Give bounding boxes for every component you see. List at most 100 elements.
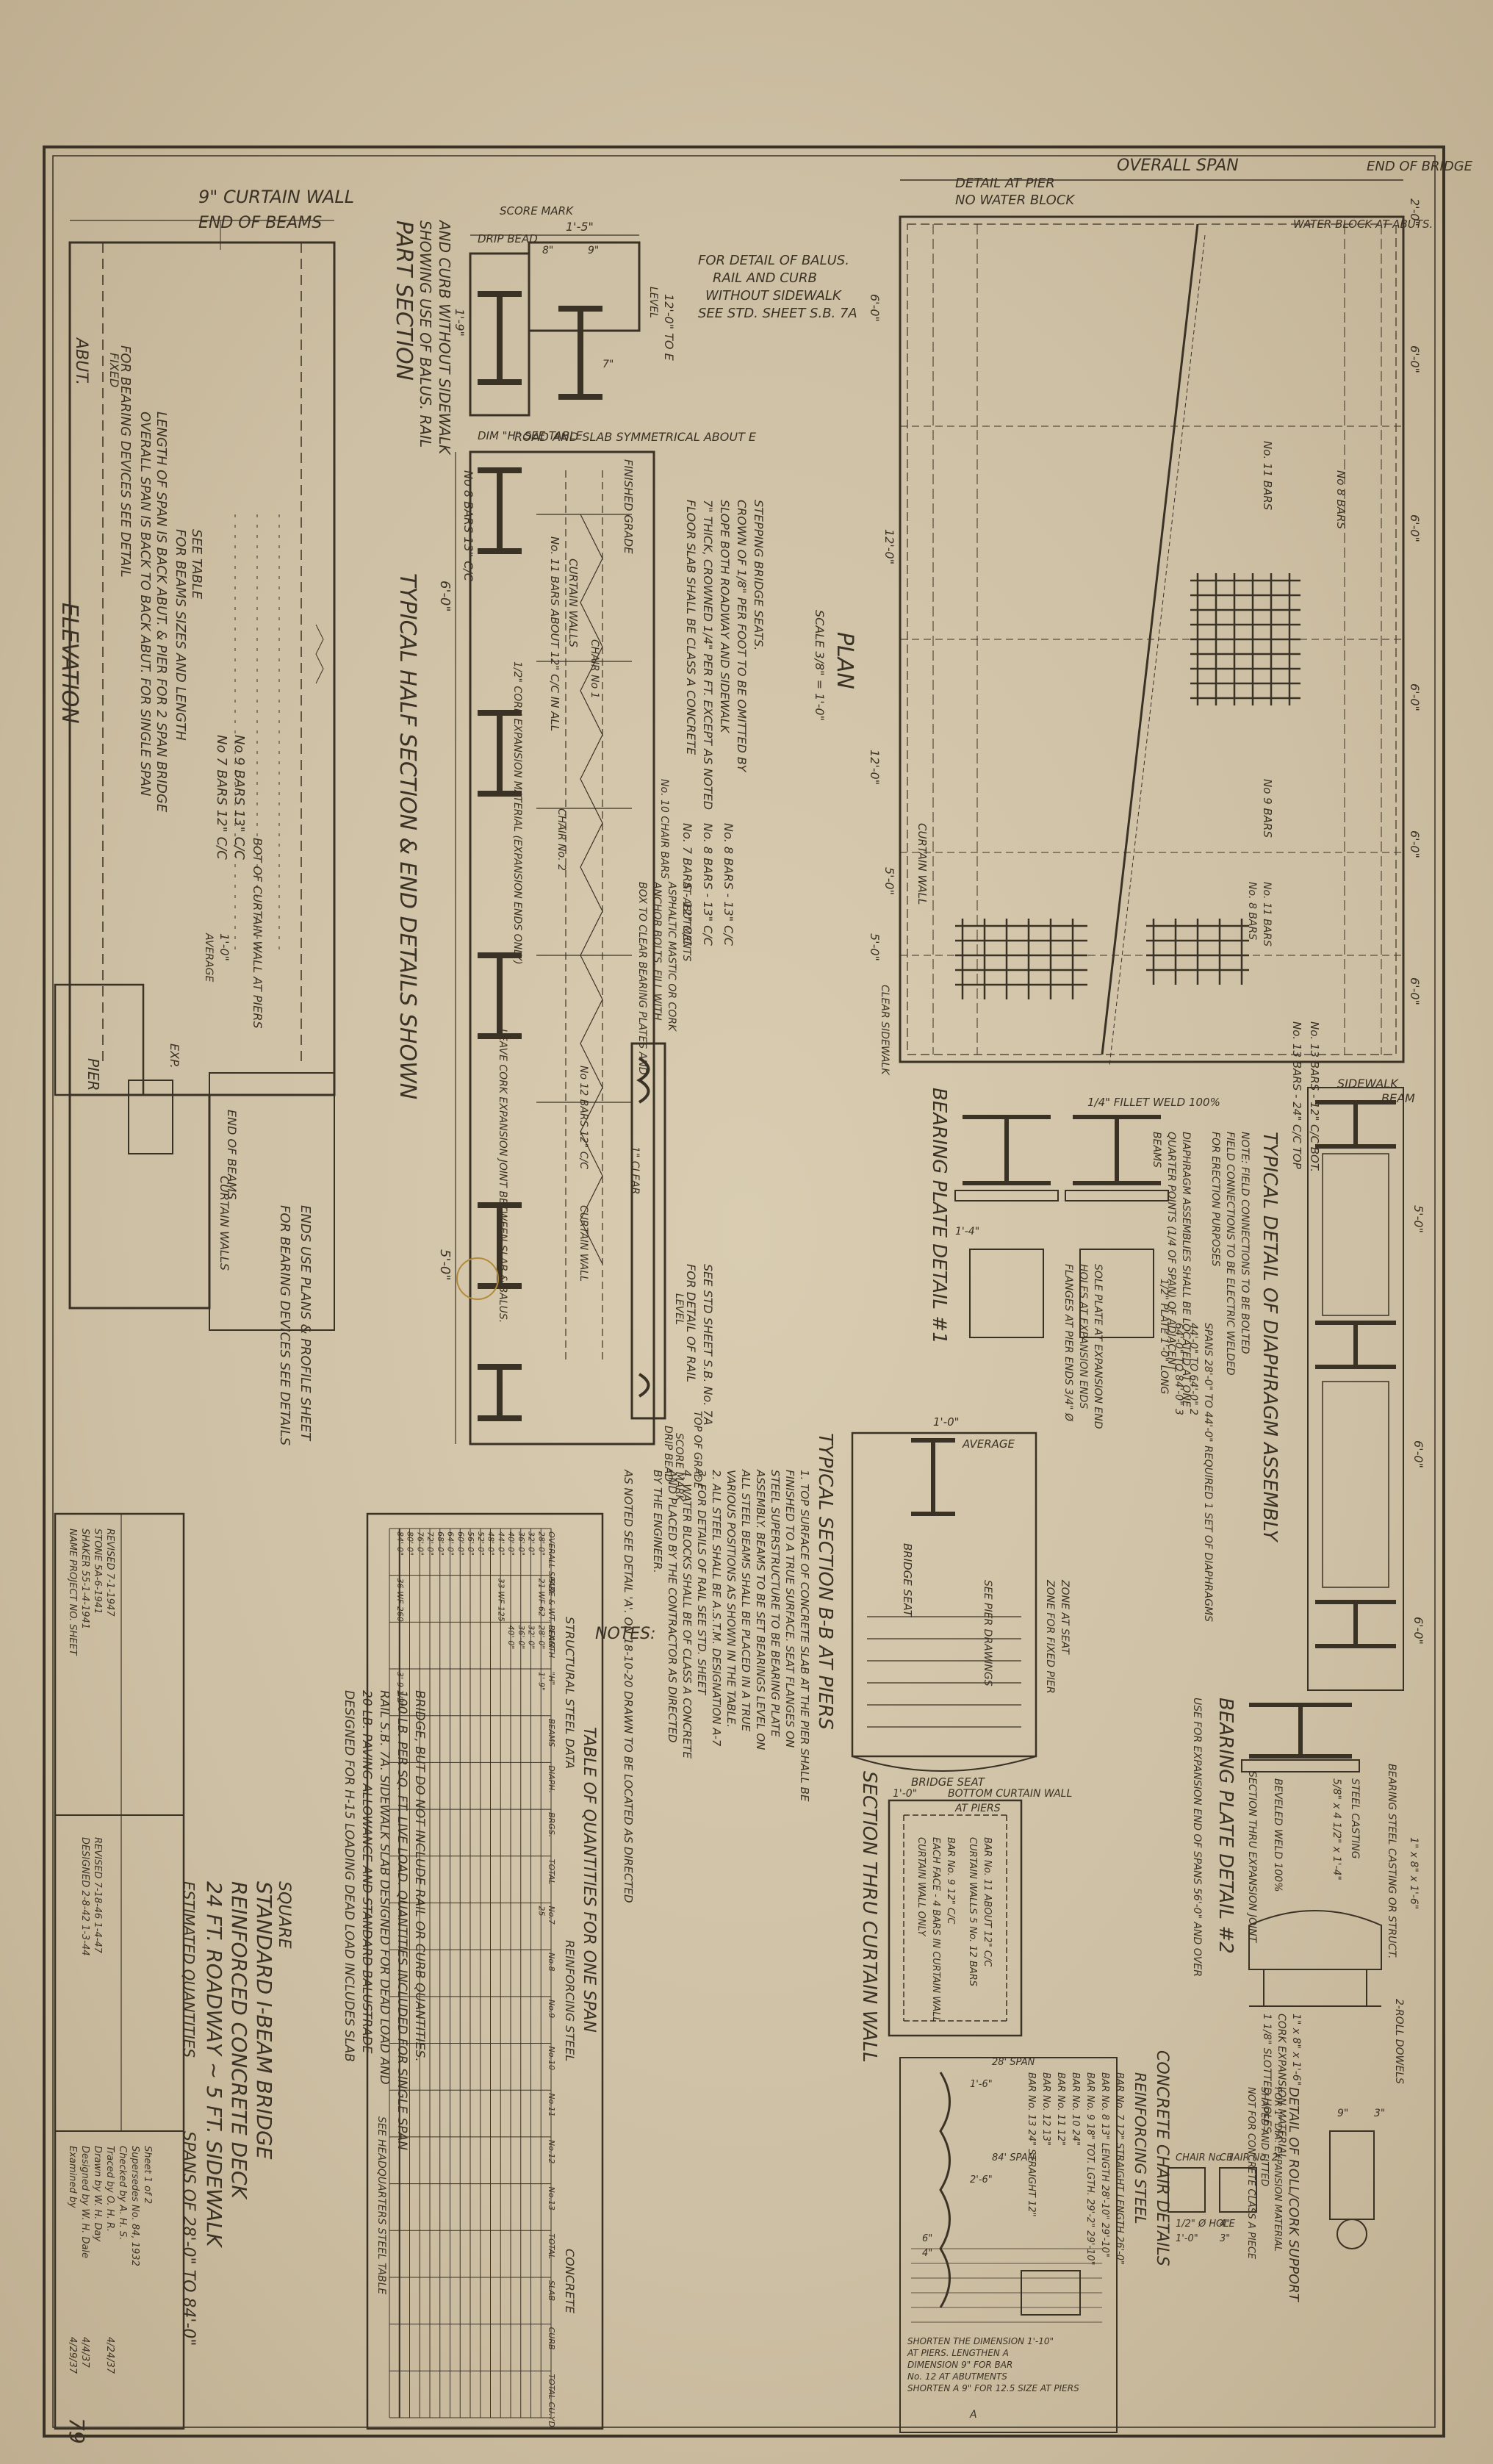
bp2-label-5: SECTION THRU EXPANSION JOINT [1246, 1771, 1258, 1944]
note-9: AND PLACED BY THE CONTRACTOR AS DIRECTED [666, 1469, 679, 1742]
sheet-inner-border [52, 155, 1436, 2428]
rs-bent-0: 1'-6" [970, 2079, 993, 2090]
qt-header-cell: SIZE & WT. BEAM [547, 1578, 556, 1649]
half-section-label-6: 6'-0" [437, 581, 453, 612]
diaphragm-beam-top [1315, 1100, 1396, 1149]
tb-date-0: 4/29/37 [67, 2337, 78, 2374]
part-section-label-0: SCORE MARK [500, 204, 574, 218]
bp2-beam [1249, 1703, 1352, 1759]
rs-row-3: BAR No. 10 24" [1070, 2072, 1081, 2146]
half-section-label-10: LEAVE CORK EXPANSION JOINT BETWEEN SLAB … [497, 1029, 508, 1323]
part-section-ibeam [478, 291, 522, 385]
elevation-note-8: 1'-0" [217, 933, 231, 961]
half-section-floor-note-4: STEPPING BRIDGE SEATS. [752, 500, 766, 650]
bp1-beam-b [1073, 1115, 1161, 1185]
title-line-2: STANDARD I-BEAM BRIDGE [252, 1881, 276, 2160]
plan-no-water-block-label: NO WATER BLOCK [955, 193, 1075, 208]
plan-dim-5: 6'-0" [1408, 977, 1422, 1005]
scw-label-8: CURTAIN WALL ONLY [915, 1837, 927, 1937]
qt-sub: STRUCTURAL STEEL DATA [563, 1617, 577, 1769]
half-section-label-3: CURTAIN WALLS [566, 558, 580, 647]
bp2-label-0: BEARING STEEL CASTING OR STRUCT. [1386, 1764, 1397, 1958]
elevation-pier-end [68, 1093, 211, 1310]
part-section-sub2: AND CURB WITHOUT SIDEWALK [436, 219, 453, 456]
rs-foot-1: AT PIERS. LENGTHEN A [907, 2348, 1009, 2358]
bp1-label-1: FLANGES AT PIER ENDS 3/4" Ø [1062, 1264, 1074, 1422]
qt-header-cell: TOTAL CU.YD. [547, 2374, 556, 2429]
rs-span-0: 28' SPAN [992, 2057, 1035, 2068]
plan-dim-7: 6'-0" [868, 294, 882, 322]
qt-cell: 84'-0" [395, 1531, 405, 1556]
bp2-label-8: 1 1/8" SLOTTED HOLES [1261, 2014, 1273, 2133]
elevation-note-5: No 7 BARS 12" C/C [214, 735, 229, 860]
qt-header-cell: No.11 [547, 2093, 556, 2116]
qt-header-cell: No.10 [547, 2047, 556, 2070]
sbb-title: TYPICAL SECTION B-B AT PIERS [814, 1433, 836, 1730]
note-3: ASSEMBLY. BEAMS TO BE SET BEARINGS LEVEL… [754, 1469, 767, 1750]
plan-label-4: No. 11 BARS [1261, 882, 1273, 947]
half-section-label-16: DRIP BEAD [662, 1426, 674, 1482]
elevation-note-7: BOT OF CURTAIN WALL AT PIERS [251, 838, 265, 1029]
tb-credit-3: Traced by O. H. R. [104, 2146, 115, 2232]
qt-cell: 1'-9" [536, 1672, 546, 1691]
half-section-label-18: No 12 BARS 12" C/C [578, 1066, 589, 1169]
rs-span-1: 84' SPAN [992, 2152, 1035, 2163]
half-section-label-17: 1" CLEAR [629, 1146, 641, 1195]
half-section-rebar [536, 514, 632, 1103]
plan-title: PLAN [832, 632, 857, 689]
half-section-box-note-0: BOX TO CLEAR BEARING PLATES AND [636, 882, 648, 1075]
sbb-label-3: ZONE FOR FIXED PIER [1044, 1579, 1056, 1694]
half-section-label-1: FINISHED GRADE [622, 459, 635, 554]
part-section-ibeam-2 [558, 306, 602, 400]
qt-cell: 56'-0" [466, 1531, 475, 1556]
elevation-fixed-label: FIXED [107, 353, 121, 387]
qt-cell: 3'-9 1/2" [395, 1672, 405, 1706]
plan-view: OVERALL SPAN END OF BRIDGE DETAIL AT PIE… [813, 157, 1473, 1172]
plan-transverse-lines [900, 425, 1403, 956]
qt-cell: 36'-0" [517, 1625, 526, 1649]
diaphragm-view: SIDEWALK BEAM TYPICAL DETAIL OF DIAPHRAG… [1151, 1077, 1425, 1691]
diaphragm-channel-1 [1322, 1153, 1389, 1316]
bp1-label-5: 1'-4" [955, 1226, 979, 1238]
half-section-label-9: 1/2" CORK EXPANSION MATERIAL (EXPANSION … [511, 661, 523, 965]
qt-header-cell: DIAPH. [547, 1765, 556, 1793]
elevation-note-11: ENDS USE PLANS & PROFILE SHEET [298, 1205, 313, 1442]
rs-row-1: BAR No. 8 13" LENGTH 28'-10" 29'-10" [1099, 2072, 1110, 2258]
plan-dim-10: 5'-0" [882, 867, 896, 895]
elevation-abut-label: ABUT. [72, 337, 90, 385]
note-1: FINISHED TO A TRUE SURFACE. SEAT FLANGES… [783, 1470, 796, 1748]
scw-label-6: BAR No. 9 12" C/C [945, 1837, 956, 1925]
bp2-title: BEARING PLATE DETAIL #2 [1215, 1698, 1237, 1954]
plan-label-2: CURTAIN WALL [915, 823, 929, 905]
diaphragm-dim-1: 6'-0" [1411, 1440, 1425, 1468]
design-note-0: DESIGNED FOR H-15 LOADING DEAD LOAD INCL… [342, 1690, 356, 2062]
elevation-curtain-walls [209, 1072, 335, 1331]
diaphragm-note-5: BEAMS [1151, 1132, 1162, 1168]
diaphragm-span-2: 64'-0" TO 84'-0" 3 [1173, 1323, 1184, 1415]
bp2-label-10: 2-ROLL DOWELS [1393, 1999, 1405, 2084]
qt-cell: 64'-0" [446, 1531, 456, 1556]
plan-rebar-grid-3 [1146, 919, 1249, 985]
qt-sub2: REINFORCING STEEL [563, 1940, 577, 2061]
plan-water-block-label: WATER BLOCK AT ABUTS. [1293, 218, 1433, 231]
half-section-beam-4 [478, 1202, 522, 1289]
bearing-plate-1-view: BEARING PLATE DETAIL #1 1/4" FILLET WELD… [928, 1088, 1220, 1429]
half-section-label-13: LEVEL [673, 1293, 685, 1325]
qt-cell: 40'-0" [506, 1625, 516, 1649]
bp1-label-0: 1/4" FILLET WELD 100% [1087, 1096, 1220, 1109]
bp2-label-2: STEEL CASTING [1349, 1778, 1361, 1859]
qt-cell: 72'-0" [425, 1531, 435, 1556]
plan-dim-2: 6'-0" [1408, 514, 1422, 542]
plan-dim-6: 5'-0" [868, 933, 882, 961]
part-section-title: PART SECTION [391, 220, 417, 381]
bp2-chair-note-1: SHAPED AND FITTED [1259, 2087, 1270, 2186]
note-5: VARIOUS POSITIONS AS SHOWN IN THE TABLE. [724, 1470, 738, 1728]
half-section-label-11: 5'-0" [437, 1249, 453, 1281]
half-section-floor-note-1: 7" THICK, CROWNED 1/4" PER FT. EXCEPT AS… [701, 500, 715, 810]
diaphragm-note-0: NOTE: FIELD CONNECTIONS TO BE BOLTED [1239, 1132, 1251, 1354]
qt-header-cell: No.12 [547, 2140, 556, 2163]
rs-bent-bar [939, 2072, 951, 2308]
half-section-floor-note-0: FLOOR SLAB SHALL BE CLASS A CONCRETE [684, 500, 698, 755]
